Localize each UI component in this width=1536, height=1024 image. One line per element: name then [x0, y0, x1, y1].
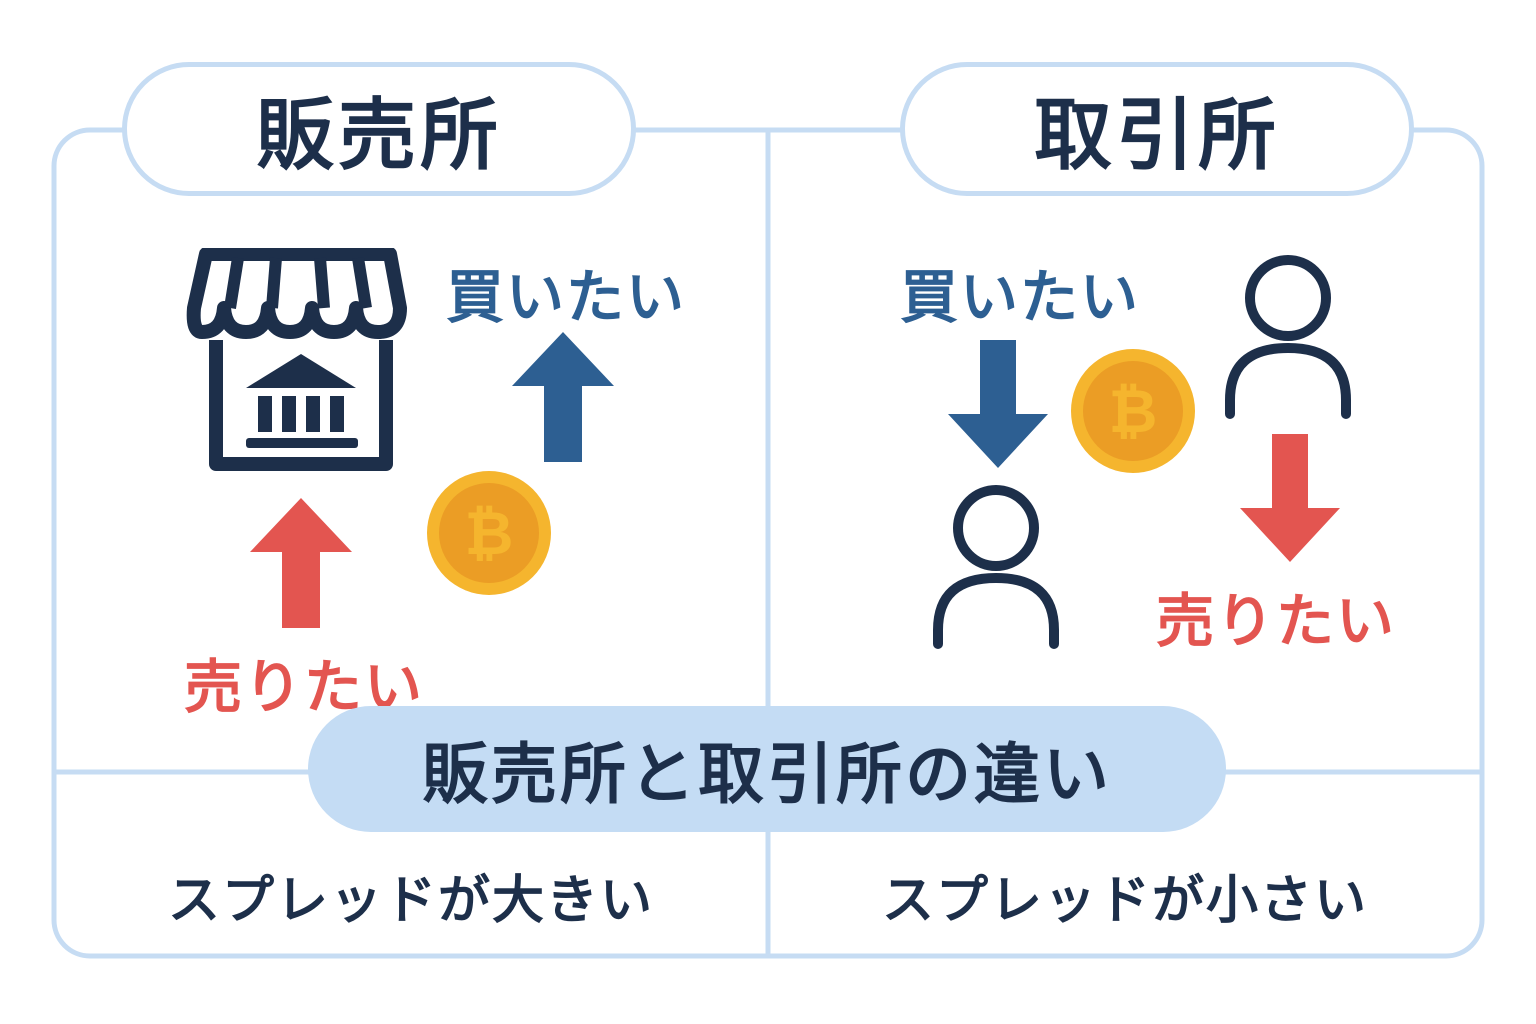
svg-text:₿: ₿ [1109, 377, 1158, 447]
svg-text:₿: ₿ [465, 499, 514, 569]
person-icon [933, 485, 1059, 649]
arrow-down-icon [948, 340, 1048, 468]
bitcoin-icon: ₿ [427, 471, 551, 595]
left-spread-text: スプレッドが大きい [167, 871, 654, 931]
arrow-up-icon [250, 498, 352, 628]
right-sell-label: 売りたい [1156, 587, 1397, 655]
right-buy-label: 買いたい [900, 263, 1141, 331]
comparison-title: 販売所と取引所の違い [308, 706, 1226, 832]
arrow-up-icon [512, 332, 614, 462]
bitcoin-icon: ₿ [1071, 349, 1195, 473]
store-icon [186, 248, 407, 471]
left-panel-title: 販売所 [122, 62, 636, 196]
person-icon [1225, 255, 1351, 419]
right-spread-text: スプレッドが小さい [881, 871, 1368, 931]
arrow-down-icon [1240, 434, 1340, 562]
bank-icon [246, 354, 358, 448]
left-buy-label: 買いたい [446, 263, 687, 331]
right-panel-title: 取引所 [900, 62, 1414, 196]
